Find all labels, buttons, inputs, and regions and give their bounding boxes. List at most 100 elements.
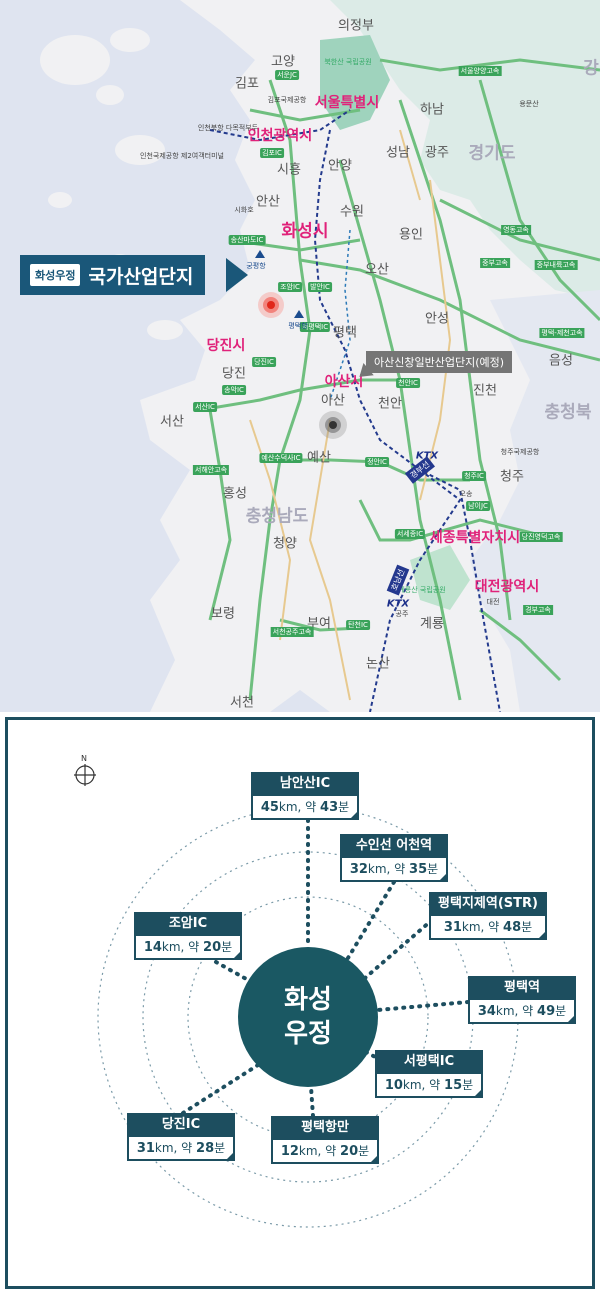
city-label-21: 청주 [500,469,524,485]
small-label-3: 시화호 [234,206,254,214]
city-label-26: 계룡 [420,616,444,632]
target-site-arrow [226,258,248,292]
major-city-label-2: 화성시 [281,221,329,242]
distance-spoke [309,1085,315,1118]
road-label-1: 영동고속 [501,225,531,235]
destination-km: 12 [280,1144,299,1159]
destination-card-corner [349,810,359,820]
destination-unit-min: 분 [214,1141,226,1155]
destination-unit-min: 분 [555,1004,567,1018]
destination-unit-km: km, 약 [495,1004,538,1018]
city-label-16: 아산 [321,393,345,409]
ic-label-12: 서세종IC [394,529,426,539]
destination-minutes: 20 [203,940,222,955]
destination-km: 45 [260,800,279,815]
destination-name: 서평택IC [375,1050,483,1074]
destination-name: 평택역 [468,976,576,1000]
city-label-17: 천안 [378,396,402,412]
destination-distance-time: 10km, 약 15분 [375,1074,483,1098]
park-label-0: 북한산 국립공원 [324,58,372,66]
destination-card-corner [232,950,242,960]
road-label-0: 서울양양고속 [458,66,502,76]
small-label-5: 청주국제공항 [500,448,540,456]
ktx-logo-0: KTX [416,451,438,462]
ic-label-8: 서산IC [193,402,217,412]
small-label-8: 대전 [486,598,500,606]
road-label-4: 평택-제천고속 [539,328,585,338]
destination-distance-time: 31km, 약 28분 [127,1137,235,1161]
ic-label-14: 청주IC [462,471,486,481]
destination-name: 조암IC [134,912,242,936]
destination-card: 평택지제역(STR)31km, 약 48분 [429,892,547,940]
distance-spoke [181,1063,260,1115]
destination-unit-km: km, 약 [367,862,410,876]
port-label-gungpyeong: 궁평항 [246,262,266,270]
destination-unit-km: km, 약 [154,1141,197,1155]
city-label-11: 오산 [365,262,389,278]
destination-card-corner [225,1151,235,1161]
asan-site-label: 아산신창일반산업단지(예정) [366,351,513,373]
city-label-1: 고양 [271,54,295,70]
road-label-8: 서천공주고속 [270,627,314,637]
destination-name: 당진IC [127,1113,235,1137]
province-label-3: 강 [583,58,599,79]
city-label-7: 안양 [328,158,352,174]
road-label-2: 중부고속 [480,258,510,268]
destination-km: 31 [443,920,462,935]
city-label-19: 서산 [160,414,184,430]
destination-unit-km: km, 약 [402,1078,445,1092]
major-city-label-5: 세종특별자치시 [429,530,521,546]
city-label-14: 음성 [549,353,573,369]
city-label-27: 논산 [366,656,390,672]
compass-icon [74,764,96,786]
ic-label-13: 탄천IC [346,620,370,630]
city-label-9: 수원 [340,204,364,220]
city-label-28: 서천 [230,695,254,711]
center-hwaseong-ujeong: 화성 우정 [238,947,378,1087]
center-line-1: 화성 [284,985,332,1015]
destination-distance-time: 12km, 약 20분 [271,1140,379,1164]
ic-label-11: 정안IC [365,457,389,467]
road-label-5: 서해안고속 [192,465,230,475]
province-label-0: 경기도 [468,143,516,164]
road-label-7: 경부고속 [523,605,553,615]
small-label-0: 인천국제공항 제2여객터미널 [140,152,224,160]
destination-unit-min: 분 [338,800,350,814]
destination-unit-km: km, 약 [298,1144,341,1158]
city-label-18: 진천 [473,383,497,399]
destination-unit-km: km, 약 [461,920,504,934]
destination-unit-min: 분 [358,1144,370,1158]
ic-label-10: 예산수덕사IC [259,453,303,463]
target-site-label: 화성우정 국가산업단지 [20,255,206,295]
destination-card-corner [473,1088,483,1098]
city-label-15: 당진 [222,366,246,382]
destination-name: 남안산IC [251,772,359,796]
destination-name: 평택지제역(STR) [429,892,547,916]
road-label-6: 당진영덕고속 [519,532,563,542]
target-site-name: 국가산업단지 [88,265,194,288]
city-label-22: 홍성 [223,486,247,502]
distance-spoke [214,960,250,982]
destination-distance-time: 34km, 약 49분 [468,1000,576,1024]
ic-label-6: 당진IC [252,357,276,367]
destination-unit-km: km, 약 [278,800,321,814]
ktx-logo-1: KTX [386,598,410,610]
ic-label-3: 조암IC [278,282,302,292]
destination-unit-min: 분 [521,920,533,934]
major-city-label-0: 서울특별시 [314,95,380,111]
city-label-24: 보령 [211,606,235,622]
city-label-23: 청양 [273,536,297,552]
ic-label-15: 남이JC [466,501,490,511]
destination-card-corner [369,1154,379,1164]
city-label-4: 성남 [386,145,410,161]
destination-distance-time: 45km, 약 43분 [251,796,359,820]
port-label-pyeongtaek: 평택항 [288,322,308,330]
major-city-label-1: 인천광역시 [247,128,313,144]
ic-label-7: 송악IC [222,385,246,395]
destination-unit-min: 분 [221,940,233,954]
